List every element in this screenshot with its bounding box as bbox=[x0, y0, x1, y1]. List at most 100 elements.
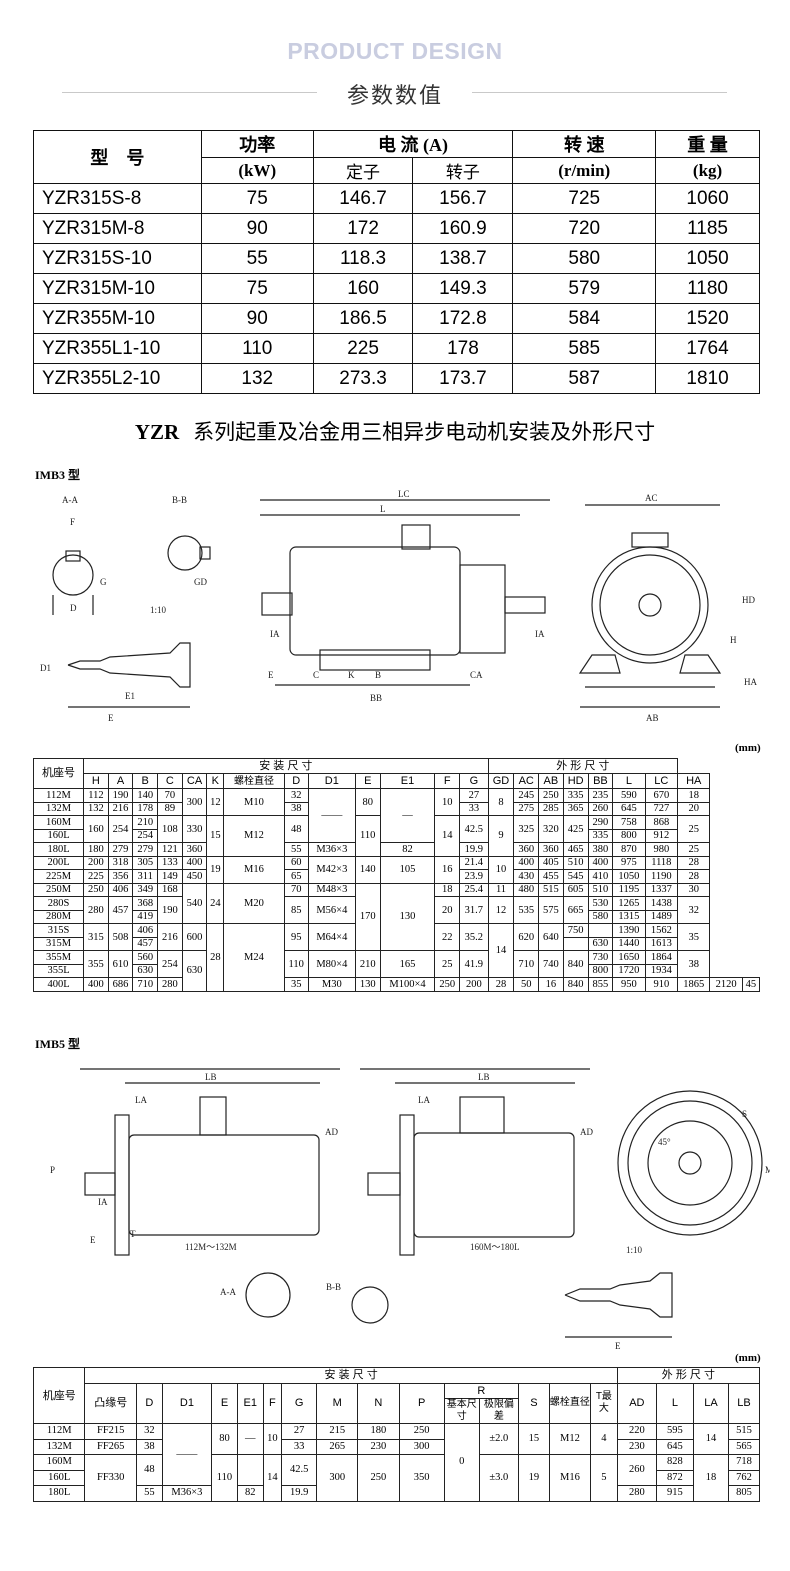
cell: 360 bbox=[538, 842, 564, 857]
cell: 254 bbox=[107, 815, 134, 843]
cell: 230 bbox=[616, 1438, 657, 1455]
value-cell: 1520 bbox=[655, 303, 760, 334]
value-cell: 90 bbox=[200, 213, 314, 244]
frame-cell: 315S bbox=[32, 923, 85, 938]
cell: 279 bbox=[132, 842, 159, 857]
cell: 25.4 bbox=[459, 882, 489, 897]
cell: M56×4 bbox=[307, 896, 356, 924]
cell: 425 bbox=[562, 815, 589, 843]
imb5-col-lb: LB bbox=[727, 1382, 761, 1424]
cell: 530 bbox=[587, 896, 614, 911]
cell: 89 bbox=[157, 801, 183, 816]
cell: 1613 bbox=[644, 936, 679, 951]
frame-cell: 225M bbox=[32, 869, 85, 884]
imb3-motor-body bbox=[289, 546, 461, 656]
cell: 33 bbox=[459, 801, 489, 816]
cell: 670 bbox=[644, 788, 679, 803]
cell: 250 bbox=[538, 788, 564, 803]
cell: 290 bbox=[587, 815, 614, 830]
cell: 457 bbox=[132, 936, 159, 951]
params-header-current: 电 流 (A) bbox=[312, 130, 514, 158]
imb5-col-n: N bbox=[357, 1382, 400, 1424]
cell: 540 bbox=[181, 882, 208, 924]
cell: 575 bbox=[538, 896, 564, 924]
cell: 10 bbox=[262, 1423, 283, 1455]
model-cell: YZR315S-10 bbox=[33, 243, 202, 274]
imb5-ratio: 1:10 bbox=[626, 1245, 643, 1255]
imb3-col-f: F bbox=[434, 773, 461, 789]
cell: 180 bbox=[357, 1423, 400, 1440]
cell: 406 bbox=[107, 882, 134, 897]
cell: 400 bbox=[587, 855, 614, 870]
cell: 12 bbox=[206, 788, 225, 816]
imb3-col-l: L bbox=[612, 773, 646, 789]
cell: 457 bbox=[107, 896, 134, 924]
imb3-aa-d: D bbox=[70, 603, 77, 613]
cell: 254 bbox=[157, 950, 183, 978]
imb5-shaft-2 bbox=[367, 1172, 401, 1196]
frame-cell: 160M bbox=[32, 815, 85, 830]
cell: 130 bbox=[354, 977, 381, 992]
cell: 55 bbox=[283, 842, 309, 857]
model-cell: YZR315M-8 bbox=[33, 213, 202, 244]
cell: 19.9 bbox=[281, 1485, 318, 1502]
cell: 870 bbox=[612, 842, 646, 857]
frame-cell: 280M bbox=[32, 909, 85, 924]
cell: 133 bbox=[157, 855, 183, 870]
imb5-label: IMB5 型 bbox=[35, 1037, 81, 1051]
model-cell: YZR355L1-10 bbox=[33, 333, 202, 364]
imb3-terminal-box bbox=[459, 564, 506, 654]
cell: 365 bbox=[562, 801, 589, 816]
table-row: 355M 355 610 560 254 630 110 M80×4 210 1… bbox=[32, 950, 760, 992]
cell: 190 bbox=[157, 896, 183, 924]
cell: 132 bbox=[83, 801, 109, 816]
cell: 85 bbox=[283, 896, 309, 924]
imb3-h: H bbox=[730, 635, 737, 645]
imb3-col-e: E bbox=[354, 773, 381, 789]
imb3-lc: LC bbox=[398, 489, 410, 499]
imb5-ad-2: AD bbox=[580, 1127, 593, 1137]
value-cell: 1050 bbox=[655, 243, 760, 274]
cell: 400 bbox=[181, 855, 208, 870]
table-row: 160M FF330 48 110 — 14 42.5 300 250 350 … bbox=[32, 1454, 761, 1502]
cell: 762 bbox=[727, 1469, 761, 1486]
cell: ±2.0 bbox=[478, 1423, 519, 1455]
cell: 1562 bbox=[644, 923, 679, 938]
imb5-flange-spigot bbox=[647, 1120, 733, 1206]
cell: 1390 bbox=[612, 923, 646, 938]
cell: 168 bbox=[157, 882, 183, 897]
imb3-bb-section bbox=[167, 535, 203, 571]
cell: 60 bbox=[283, 855, 309, 870]
cell: 758 bbox=[612, 815, 646, 830]
cell: 82 bbox=[379, 842, 436, 857]
cell: 1265 bbox=[612, 896, 646, 911]
imb3-ha: HA bbox=[744, 677, 757, 687]
cell: 565 bbox=[727, 1438, 761, 1455]
table-row: 160M 160 254 210 108 330 15 M12 48 110 1… bbox=[32, 815, 760, 857]
cell: 730 bbox=[587, 950, 614, 965]
cell: 1337 bbox=[644, 882, 679, 897]
cell: 8 bbox=[487, 788, 515, 816]
cell: 18 bbox=[692, 1454, 729, 1502]
cell: 828 bbox=[655, 1454, 694, 1471]
cell: 180 bbox=[83, 842, 109, 857]
table-row: 112M 112 190 140 70 300 12 M10 32 —— 80 … bbox=[32, 788, 760, 843]
imb3-end-shaft bbox=[638, 593, 662, 617]
value-cell: 1764 bbox=[655, 333, 760, 364]
imb5-la-2: LA bbox=[418, 1095, 430, 1105]
imb3-l: L bbox=[380, 504, 386, 514]
cell: 11 bbox=[487, 882, 515, 897]
cell: M16 bbox=[548, 1454, 592, 1502]
value-cell: 55 bbox=[200, 243, 314, 274]
cell: 912 bbox=[644, 828, 679, 843]
cell: 280 bbox=[616, 1485, 657, 1502]
frame-cell: 400L bbox=[32, 977, 85, 992]
model-cell: YZR355L2-10 bbox=[33, 363, 202, 394]
cell: M48×3 bbox=[307, 882, 356, 897]
imb5-table: 机座号 安 装 尺 寸 外 形 尺 寸 凸缘号 D D1 E E1 F G M … bbox=[32, 1367, 761, 1502]
cell: 50 bbox=[513, 977, 540, 992]
imb3-col-bolt: 螺栓直径 bbox=[223, 773, 285, 789]
value-cell: 110 bbox=[200, 333, 314, 364]
cell: 855 bbox=[587, 977, 614, 992]
